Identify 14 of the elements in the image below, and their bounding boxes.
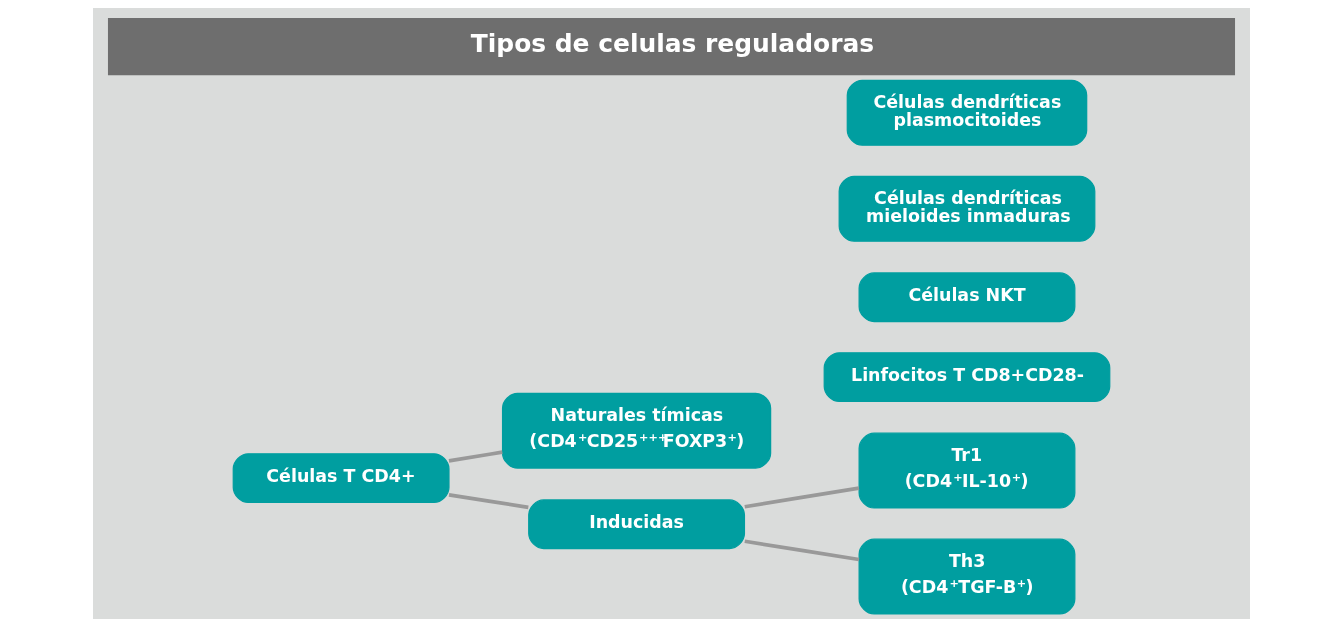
node-box: Linfocitos T CD8+CD28- xyxy=(823,352,1111,403)
node-box: Th3 (CD4$^{+}$TGF-B$^{+}$) xyxy=(858,538,1076,615)
connector xyxy=(744,539,860,562)
node-box: Células dendríticas plasmocitoides xyxy=(846,79,1088,146)
connector xyxy=(448,493,529,510)
connector xyxy=(448,450,503,463)
node-box: Inducidas xyxy=(528,499,746,550)
connector xyxy=(744,486,860,509)
node-box: Tr1 (CD4$^{+}$IL-10$^{+}$) xyxy=(858,432,1076,509)
diagram-title: Tipos de celulas reguladoras xyxy=(470,28,875,58)
node-box: Células dendríticas mieloides inmaduras xyxy=(838,175,1096,242)
node-box: Células NKT xyxy=(858,272,1076,323)
node-box: Células T CD4+ xyxy=(232,453,450,503)
node-box: Naturales tímicas (CD4$^{+}$CD25$^{+++}$FOXP3$^{+}$) xyxy=(501,392,772,469)
